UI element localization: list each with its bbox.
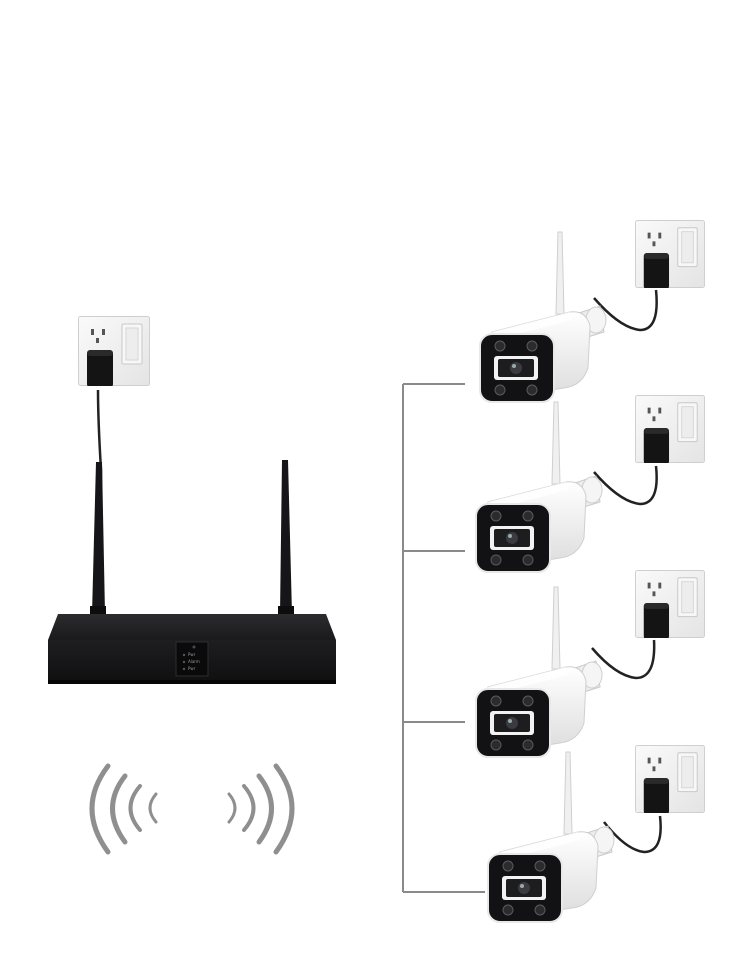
camera-3 [475, 570, 705, 758]
camera-1 [479, 220, 705, 403]
nvr-power-outlet [78, 316, 150, 621]
wifi-wave-icon [89, 763, 295, 855]
nvr-led-label-2: Alarm [188, 659, 200, 664]
nvr-antenna-right [280, 460, 292, 614]
nvr-recorder: Pwr Alarm Pwr [48, 460, 336, 684]
camera-2 [475, 395, 705, 573]
nvr-led-label-1: Pwr [188, 652, 196, 657]
nvr-led-label-3: Pwr [188, 666, 196, 671]
camera-4 [487, 745, 705, 923]
nvr-antenna-left [92, 462, 105, 614]
connector-lines [402, 383, 485, 893]
